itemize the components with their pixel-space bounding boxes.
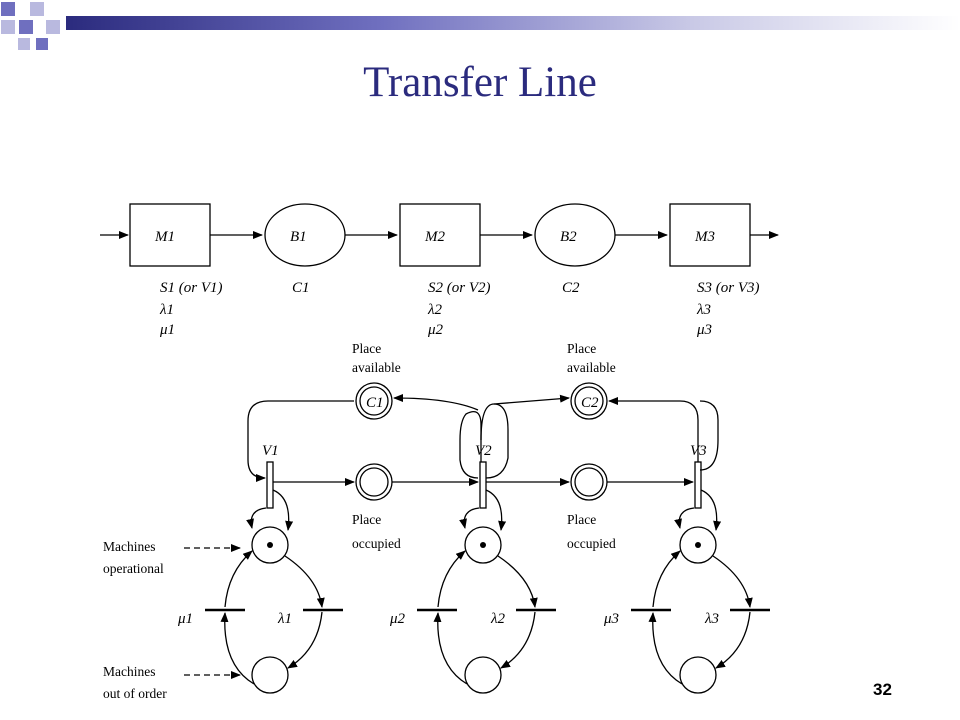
machine-box: [399, 203, 481, 267]
deco-square: [1, 20, 15, 34]
repair-rate-label: μ3: [603, 611, 619, 627]
transition-bar: [266, 461, 274, 509]
deco-square: [19, 20, 33, 34]
machine-label: M3: [694, 229, 715, 245]
petri-arc: [220, 612, 255, 685]
machine-param: λ1: [159, 302, 174, 318]
place-available-label: Place: [352, 341, 381, 356]
token: [695, 542, 701, 548]
machine-box: [669, 203, 751, 267]
petri-arc: [224, 550, 253, 608]
failure-rate-label: λ2: [490, 611, 505, 627]
occupied-place-inner: [574, 467, 604, 497]
deco-square: [1, 2, 15, 16]
machines-operational-label: operational: [103, 561, 164, 576]
petri-arc: [715, 611, 751, 669]
deco-square: [18, 38, 30, 50]
deco-square: [46, 20, 60, 34]
token: [267, 542, 273, 548]
deco-square: [36, 38, 48, 50]
buffer-label: B2: [560, 229, 577, 245]
place-available-label: Place: [567, 341, 596, 356]
transition-label: V3: [690, 443, 707, 459]
machine-param: S1 (or V1): [160, 280, 223, 296]
corner-decoration: [0, 0, 120, 60]
petri-arc: [608, 397, 699, 462]
petri-arc: [433, 612, 468, 685]
machine-box: [129, 203, 211, 267]
petri-arc: [437, 550, 466, 608]
place-occupied-label: Place: [352, 512, 381, 527]
capacity-label: C1: [366, 395, 384, 411]
place-occupied-label: Place: [567, 512, 596, 527]
petri-arc: [246, 507, 267, 529]
machine-param: λ2: [427, 302, 442, 318]
deco-square: [30, 2, 44, 16]
petri-arc: [393, 394, 479, 411]
repair-rate-label: μ2: [389, 611, 406, 627]
petri-arc: [648, 612, 683, 685]
failure-rate-label: λ3: [704, 611, 719, 627]
petri-arc: [287, 611, 323, 669]
petri-arc: [497, 555, 538, 608]
token: [480, 542, 486, 548]
petri-arc: [485, 489, 507, 531]
petri-arc: [480, 403, 509, 479]
machines-out-of-order-label: out of order: [103, 686, 167, 701]
repair-rate-label: μ1: [177, 611, 193, 627]
machines-out-of-order-label: Machines: [103, 664, 155, 679]
petri-arc: [284, 555, 325, 608]
capacity-label: C2: [581, 395, 599, 411]
transition-bar: [479, 461, 487, 509]
capacity-place-inner: [359, 386, 389, 416]
petri-arc: [272, 489, 294, 531]
transition-bar: [694, 461, 702, 509]
machine-param: μ1: [159, 322, 175, 338]
occupied-place-inner: [359, 467, 389, 497]
header-bar: [66, 16, 960, 30]
out-of-order-place: [251, 656, 289, 694]
out-of-order-place: [679, 656, 717, 694]
machine-param: S2 (or V2): [428, 280, 491, 296]
machine-label: M2: [424, 229, 445, 245]
buffer-label: B1: [290, 229, 307, 245]
page-title: Transfer Line: [363, 59, 597, 106]
occupied-place: [355, 463, 393, 501]
place-available-label: available: [567, 360, 616, 375]
machine-label: M1: [154, 229, 175, 245]
machine-param: S3 (or V3): [697, 280, 760, 296]
place-available-label: available: [352, 360, 401, 375]
buffer-capacity: C2: [562, 280, 580, 296]
petri-arc: [500, 611, 536, 669]
petri-arc: [674, 507, 695, 529]
petri-arc: [712, 555, 753, 608]
buffer-capacity: C1: [292, 280, 310, 296]
out-of-order-place: [464, 656, 502, 694]
petri-arc: [699, 400, 719, 471]
capacity-place: [355, 382, 393, 420]
petri-arc: [652, 550, 681, 608]
transition-label: V1: [262, 443, 279, 459]
petri-arc: [493, 394, 570, 405]
slide-number: 32: [873, 680, 892, 699]
place-occupied-label: occupied: [567, 536, 616, 551]
place-occupied-label: occupied: [352, 536, 401, 551]
failure-rate-label: λ1: [277, 611, 292, 627]
capacity-place-inner: [574, 386, 604, 416]
machines-operational-label: Machines: [103, 539, 155, 554]
petri-arc: [247, 400, 354, 482]
petri-arc: [700, 489, 722, 531]
petri-arc: [459, 411, 482, 479]
machine-param: λ3: [696, 302, 711, 318]
machine-param: μ2: [427, 322, 444, 338]
capacity-place: [570, 382, 608, 420]
occupied-place: [570, 463, 608, 501]
transition-label: V2: [475, 443, 492, 459]
petri-arc: [459, 507, 480, 529]
machine-param: μ3: [696, 322, 712, 338]
